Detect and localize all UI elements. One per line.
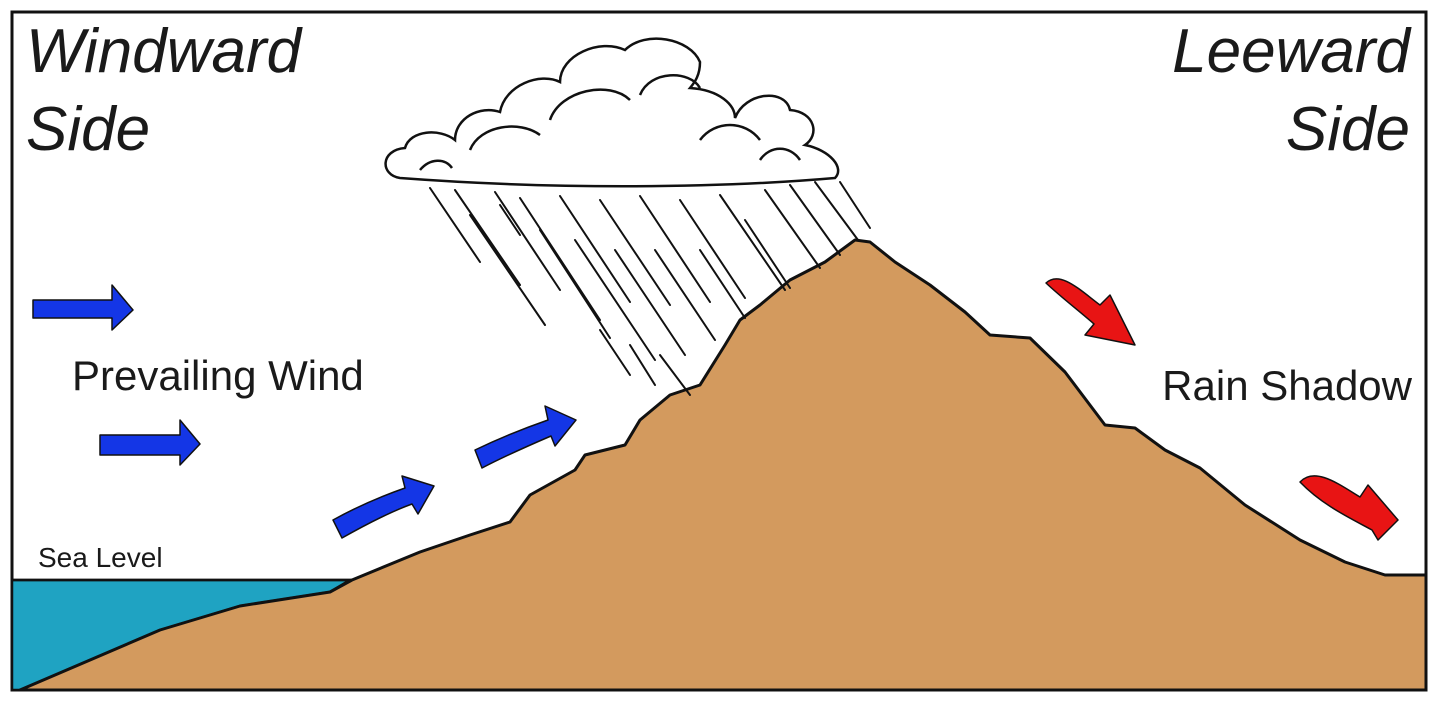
rain (429, 181, 871, 396)
prevailing-wind-arrows (32, 284, 577, 539)
mountain (18, 238, 1428, 692)
rain-shadow-label: Rain Shadow (1162, 362, 1412, 409)
cloud (384, 37, 840, 188)
wind-arrow-icon (99, 419, 201, 466)
windward-title-line2: Side (26, 95, 150, 164)
prevailing-wind-label: Prevailing Wind (72, 352, 364, 399)
leeward-title-line1: Leeward (1172, 17, 1412, 86)
leeward-title-line2: Side (1286, 95, 1410, 164)
windward-title-line1: Windward (26, 17, 304, 86)
sea-level-label: Sea Level (38, 542, 163, 573)
wind-arrow-icon (32, 284, 134, 331)
dry-wind-arrow-icon (1299, 475, 1399, 541)
dry-wind-arrow-icon (1045, 278, 1136, 346)
wind-arrow-icon (474, 405, 577, 469)
rain-shadow-arrows (1045, 278, 1399, 541)
wind-arrow-icon (332, 475, 435, 539)
